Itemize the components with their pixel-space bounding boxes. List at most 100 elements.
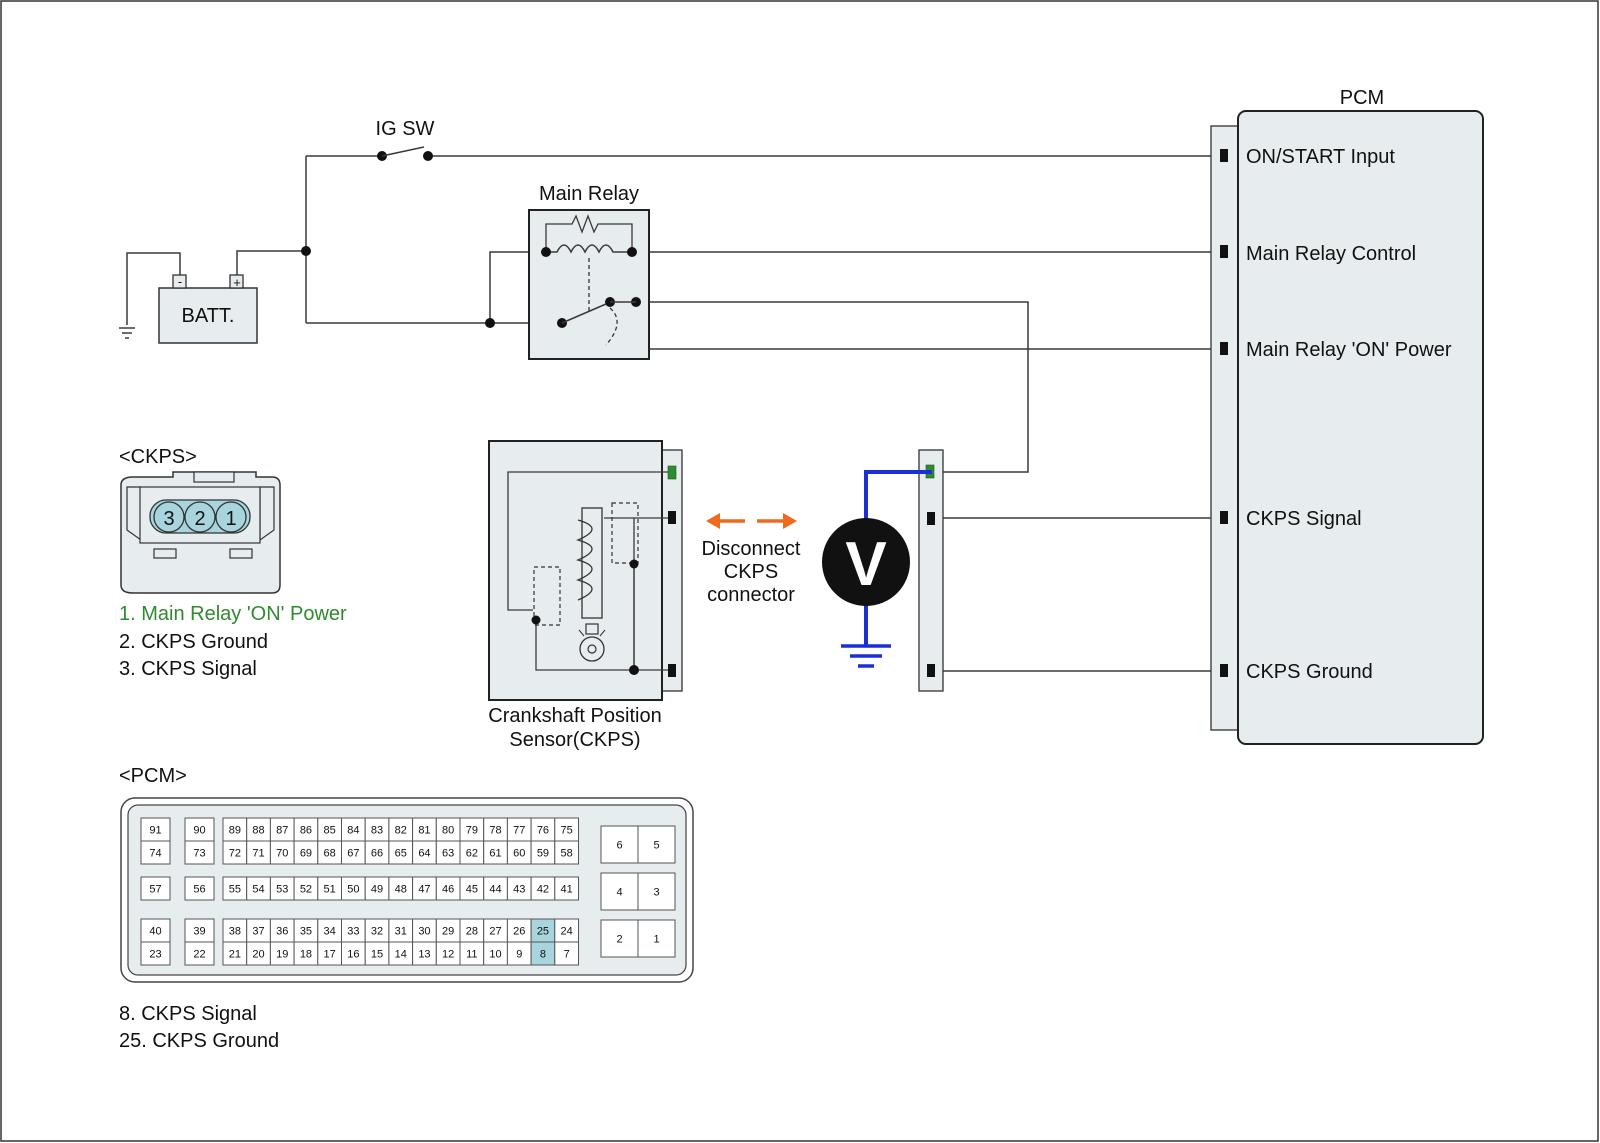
pcm-pin-label-38: 38	[229, 926, 241, 938]
pcm-pin-label-13: 13	[418, 949, 430, 961]
pcm-pin-label-64: 64	[418, 848, 430, 860]
pcm-pin-6	[600, 825, 639, 864]
pcm-pin-label-8: 8	[540, 949, 546, 961]
pcm-pin-label-51: 51	[324, 884, 336, 896]
pcm-pin-73	[184, 840, 215, 865]
ig-sw-label: IG SW	[376, 118, 435, 140]
pcm-pin-label-26: 26	[513, 926, 525, 938]
pcm-pin-label-57: 57	[149, 884, 161, 896]
pcm-pin-41	[554, 876, 579, 901]
pcm-pin-label-25: 25	[537, 926, 549, 938]
battery-label: BATT.	[182, 305, 235, 327]
wire-relay-output-ckps	[636, 301, 1029, 473]
harness-pin-2	[927, 664, 935, 677]
pcm-pin-label-56: 56	[193, 884, 205, 896]
pcm-pin-label-53: 53	[276, 884, 288, 896]
battery-minus-terminal	[172, 274, 187, 289]
pcm-legend-1: 8. CKPS Signal	[119, 1003, 257, 1025]
pcm-pin-label-63: 63	[442, 848, 454, 860]
pcm-pin-label-71: 71	[252, 848, 264, 860]
pcm-pin-label-42: 42	[537, 884, 549, 896]
pcm-pin-2	[600, 919, 639, 958]
pcm-pin-label-28: 28	[466, 926, 478, 938]
battery-ground-icon	[119, 327, 135, 339]
pcm-pin-3	[637, 872, 676, 911]
pcm-pin-label-44: 44	[489, 884, 501, 896]
pcm-pin-label-70: 70	[276, 848, 288, 860]
pcm-pin-label-48: 48	[395, 884, 407, 896]
pcm-pin-label-7: 7	[564, 949, 570, 961]
pcm-pin-label-85: 85	[324, 825, 336, 837]
pcm-pin-label-9: 9	[516, 949, 522, 961]
pcm-pin-label-27: 27	[489, 926, 501, 938]
pcm-pin-7	[554, 941, 579, 966]
pcm-pin-label-40: 40	[149, 926, 161, 938]
disconnect-label-2: CKPS	[724, 561, 778, 583]
pcm-pin-label-15: 15	[371, 949, 383, 961]
pcm-pin-label-60: 60	[513, 848, 525, 860]
relay-resistor-icon	[545, 214, 633, 252]
pcm-pin-label-32: 32	[371, 926, 383, 938]
pcm-pin-label-79: 79	[466, 825, 478, 837]
wire-main-relay-on-power	[635, 302, 1224, 350]
pcm-pin-label-58: 58	[561, 848, 573, 860]
pcm-pin-label-36: 36	[276, 926, 288, 938]
pcm-pin-label-83: 83	[371, 825, 383, 837]
ckps-legend-2: 2. CKPS Ground	[119, 631, 268, 653]
pcm-pin-label-49: 49	[371, 884, 383, 896]
pcm-module: PCM ON/START Input Main Relay Control Ma…	[1210, 87, 1484, 745]
wire-batt-ground	[126, 252, 181, 325]
pcm-pin-label-41: 41	[561, 884, 573, 896]
wire-coil-supply	[489, 251, 546, 323]
pcm-pin-label-87: 87	[276, 825, 288, 837]
main-relay: Main Relay	[528, 183, 650, 360]
pcm-connector-strip	[1210, 125, 1242, 731]
pcm-pin-label-1: 1	[653, 934, 659, 946]
pcm-connector-title: <PCM>	[119, 765, 187, 787]
pcm-pin-label-88: 88	[252, 825, 264, 837]
pcm-pin-label-17: 17	[324, 949, 336, 961]
ckps-pin-label-2: 2	[194, 508, 205, 530]
pcm-terminal-on-start: ON/START Input	[1246, 146, 1395, 168]
ckps-pin-label-3: 3	[163, 508, 174, 530]
ckps-pin-1	[215, 501, 247, 533]
voltmeter-label: V	[845, 530, 886, 599]
pcm-pin-label-81: 81	[418, 825, 430, 837]
pcm-pin-label-4: 4	[616, 887, 622, 899]
pcm-pin-label-86: 86	[300, 825, 312, 837]
sensor-winding-dashed	[611, 502, 639, 564]
arrow-left-icon	[706, 513, 720, 529]
ckps-pin-3	[153, 501, 185, 533]
pcm-pin-label-39: 39	[193, 926, 205, 938]
pcm-pin-label-11: 11	[466, 949, 477, 961]
pcm-pin-label-30: 30	[418, 926, 430, 938]
ckps-connector-view: <CKPS> 3 2 1 1. Main Relay 'ON' Power 2.…	[119, 446, 347, 680]
wire-group	[126, 155, 1224, 672]
main-relay-box	[528, 209, 650, 360]
pcm-box	[1237, 110, 1484, 745]
pcm-pin-label-35: 35	[300, 926, 312, 938]
pcm-pin-label-67: 67	[347, 848, 359, 860]
pcm-pin-label-43: 43	[513, 884, 525, 896]
pcm-pin-label-2: 2	[616, 934, 622, 946]
pcm-pin-label-21: 21	[229, 949, 241, 961]
sensor-pin-2	[668, 664, 676, 677]
pcm-pin-label-12: 12	[442, 949, 454, 961]
pcm-pin-56	[184, 876, 215, 901]
pcm-title: PCM	[1340, 87, 1384, 109]
ckps-sensor-connector	[661, 449, 683, 692]
pcm-pin-label-78: 78	[489, 825, 501, 837]
voltmeter-ground-icon	[841, 644, 891, 668]
battery-plus-label: +	[233, 275, 241, 290]
pcm-pin-23	[140, 941, 171, 966]
pcm-pin-label-61: 61	[489, 848, 501, 860]
junction-dots	[301, 246, 495, 328]
relay-spring-icon	[605, 307, 618, 346]
ckps-legend-3: 3. CKPS Signal	[119, 658, 257, 680]
arrow-right-icon	[783, 513, 797, 529]
